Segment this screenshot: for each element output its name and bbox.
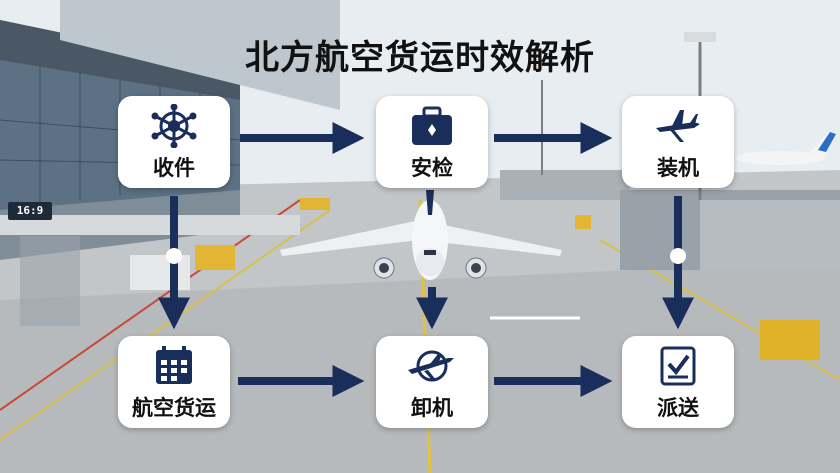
node-unloading: 卸机 [376, 336, 488, 428]
node-label: 收件 [153, 156, 195, 180]
node-label: 卸机 [411, 396, 453, 420]
node-label: 安检 [411, 156, 453, 180]
calendar-icon [156, 346, 192, 384]
gate-sign: 16:9 [8, 202, 52, 220]
node-security: 安检 [376, 96, 488, 188]
connector-dot-left [166, 248, 182, 264]
delivery-check-icon [660, 346, 696, 386]
node-receive: 收件 [118, 96, 230, 188]
node-delivery: 派送 [622, 336, 734, 428]
luggage-icon [412, 106, 452, 145]
network-hub-icon [151, 104, 197, 148]
node-loading: 装机 [622, 96, 734, 188]
node-label: 派送 [657, 396, 699, 420]
airplane-icon [656, 110, 700, 142]
node-label: 装机 [657, 156, 699, 180]
node-label: 航空货运 [132, 396, 216, 420]
plane-globe-icon [408, 350, 454, 382]
page-title: 北方航空货运时效解析 [245, 38, 595, 78]
connector-dot-right [670, 248, 686, 264]
node-aircargo: 航空货运 [118, 336, 230, 428]
